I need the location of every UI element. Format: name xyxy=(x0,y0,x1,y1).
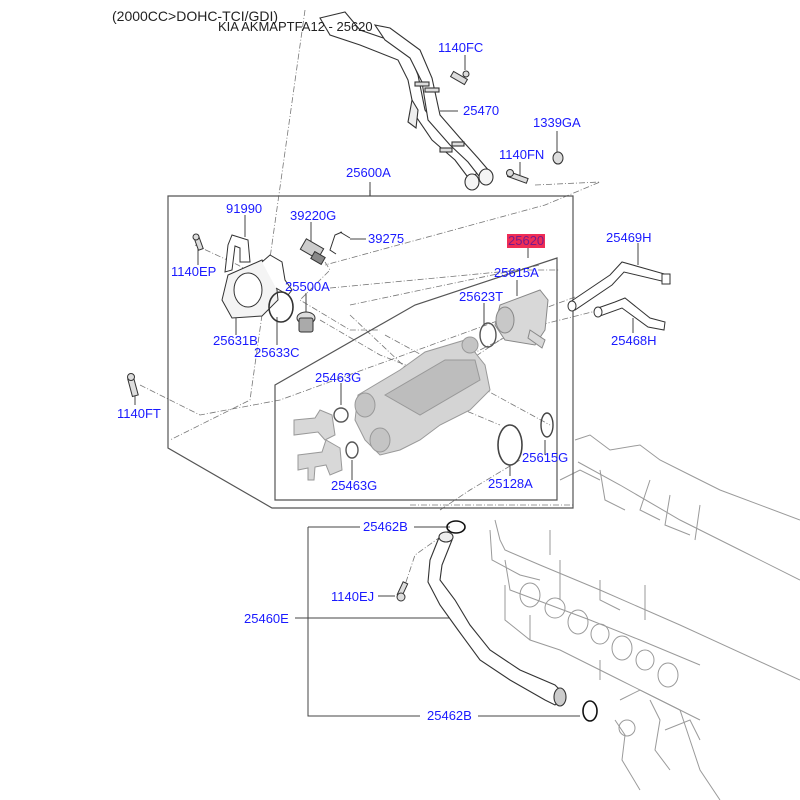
water-outlet-housing-25620 xyxy=(354,336,491,456)
bolt-1140EP xyxy=(192,233,204,251)
o-ring-25462B-top xyxy=(446,520,466,534)
bracket-91990 xyxy=(224,234,251,273)
nut-1339GA xyxy=(552,151,564,165)
gasket-25633C xyxy=(268,291,294,323)
part-label-25615A[interactable]: 25615A xyxy=(494,265,539,280)
o-ring-25462B-bottom xyxy=(582,700,598,722)
part-label-1140FN[interactable]: 1140FN xyxy=(499,147,545,162)
model-reference: KIA AKMAPTFA12 - 25620 xyxy=(218,19,373,34)
part-label-25615G[interactable]: 25615G xyxy=(522,450,569,465)
part-label-1140EP[interactable]: 1140EP xyxy=(171,264,217,279)
part-label-25470[interactable]: 25470 xyxy=(463,103,500,118)
fitting-25615A xyxy=(494,289,549,349)
thermostat-25500A xyxy=(296,311,316,333)
part-label-25623T[interactable]: 25623T xyxy=(459,289,504,304)
o-ring-25615G xyxy=(540,412,554,438)
hose-25469H xyxy=(567,261,671,312)
part-label-91990[interactable]: 91990 xyxy=(226,201,263,216)
bolt-1140FT xyxy=(127,373,139,398)
clip-39275 xyxy=(329,231,351,255)
o-ring-25128A xyxy=(497,424,523,466)
pipe-25460E xyxy=(427,531,567,707)
o-ring-25623T xyxy=(479,322,497,348)
o-ring-25463G-bottom xyxy=(345,441,359,459)
bolt-1140FN xyxy=(506,169,529,184)
part-label-25600A[interactable]: 25600A xyxy=(346,165,391,180)
part-label-25633C[interactable]: 25633C xyxy=(254,345,300,360)
subassembly-frame-25620 xyxy=(274,257,558,501)
bolt-1140EJ xyxy=(396,581,409,602)
pipe-assembly-25470 xyxy=(319,11,494,191)
engine-block-outline xyxy=(489,434,800,800)
part-label-25500A[interactable]: 25500A xyxy=(285,279,330,294)
part-label-25620-highlighted[interactable]: 25620 xyxy=(507,233,546,248)
part-label-25463G-bottom[interactable]: 25463G xyxy=(331,478,378,493)
part-label-1140FT[interactable]: 1140FT xyxy=(117,406,161,421)
bolt-1140FC xyxy=(449,70,470,86)
part-label-25469H[interactable]: 25469H xyxy=(606,230,652,245)
part-label-1140EJ[interactable]: 1140EJ xyxy=(331,589,375,604)
o-ring-25463G-top xyxy=(333,407,349,423)
housing-cover-25631B xyxy=(221,254,293,319)
part-label-25463G-top[interactable]: 25463G xyxy=(315,370,362,385)
part-label-1339GA[interactable]: 1339GA xyxy=(533,115,581,130)
leader-lines xyxy=(134,55,639,717)
hose-25468H xyxy=(593,297,666,331)
part-label-25460E[interactable]: 25460E xyxy=(244,611,289,626)
part-label-39275[interactable]: 39275 xyxy=(368,231,405,246)
part-label-25128A[interactable]: 25128A xyxy=(488,476,533,491)
outlet-fittings xyxy=(293,409,343,481)
part-label-25462B-top[interactable]: 25462B xyxy=(363,519,408,534)
part-label-25468H[interactable]: 25468H xyxy=(611,333,657,348)
part-label-39220G[interactable]: 39220G xyxy=(290,208,337,223)
part-label-1140FC[interactable]: 1140FC xyxy=(438,40,484,55)
part-label-25462B-bottom[interactable]: 25462B xyxy=(427,708,472,723)
sensor-39220G xyxy=(299,238,326,266)
part-label-25631B[interactable]: 25631B xyxy=(213,333,258,348)
engine-spec: (2000CC>DOHC-TCI/GDI) xyxy=(112,8,279,24)
